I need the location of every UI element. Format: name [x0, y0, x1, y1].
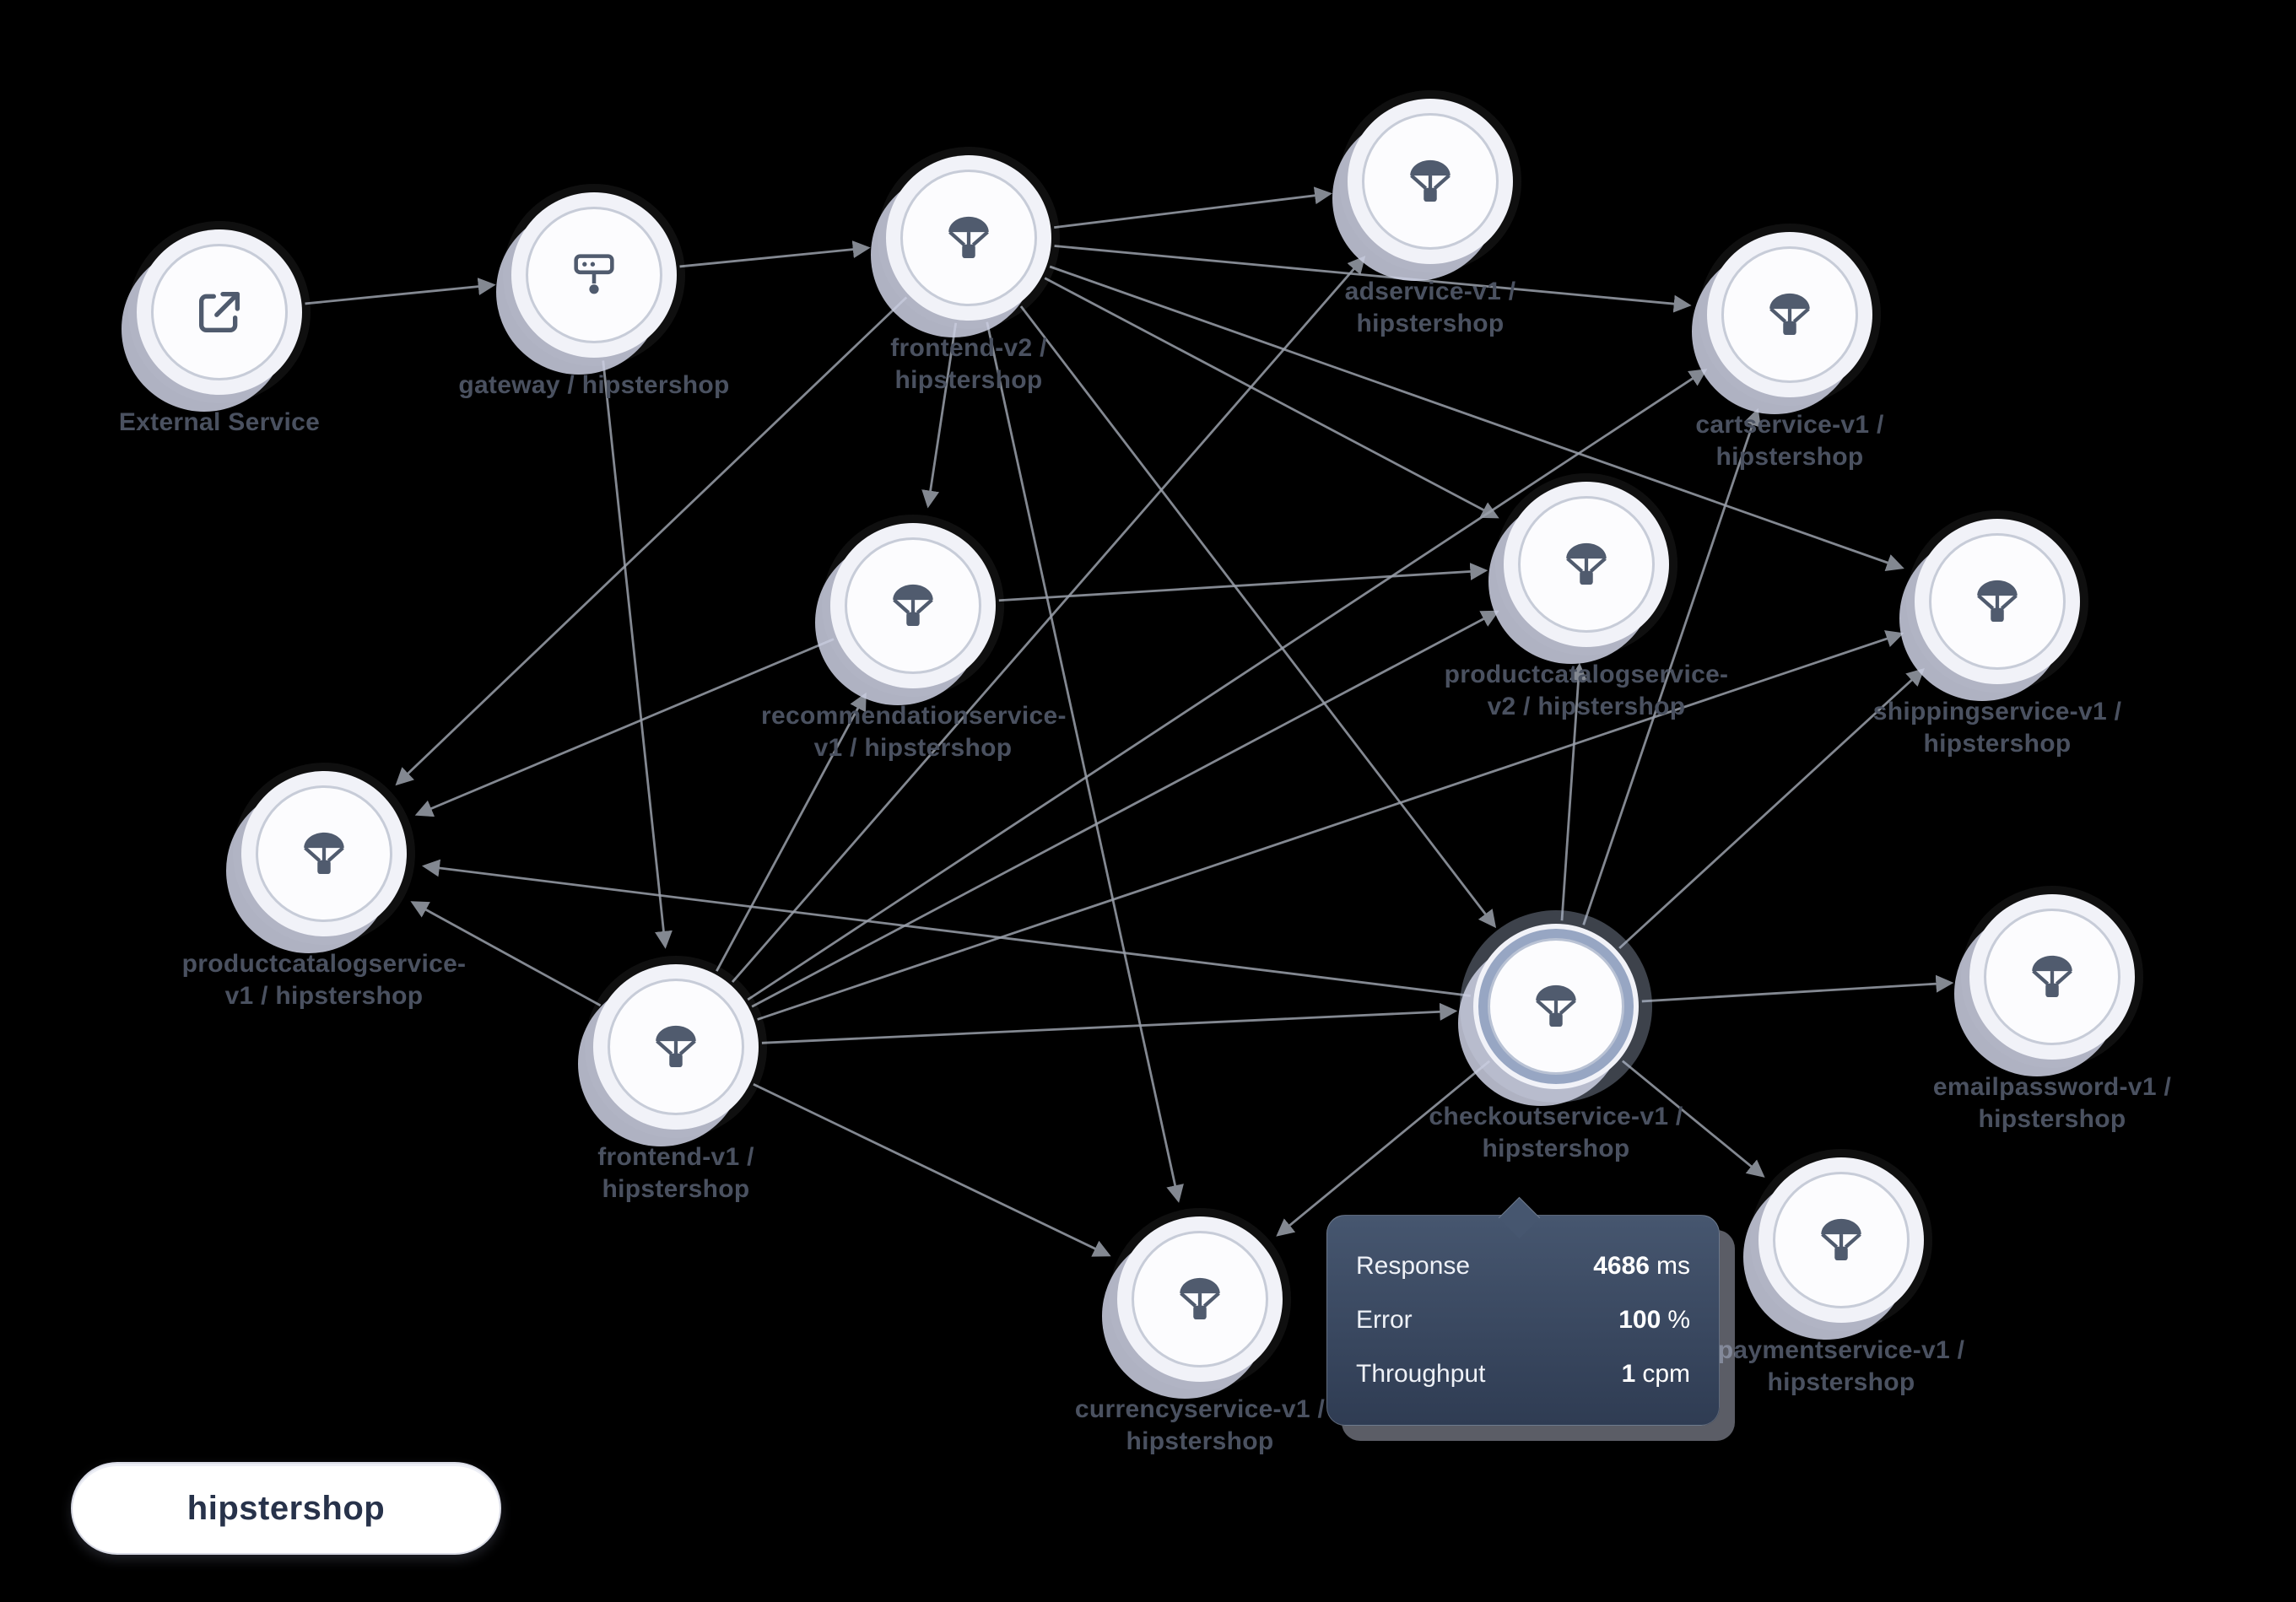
node-circle-frontend-v1	[608, 979, 744, 1115]
gateway-icon	[574, 254, 614, 294]
namespace-chip[interactable]: hipstershop	[71, 1462, 501, 1555]
node-circle-external-service	[151, 244, 288, 380]
external-link-icon	[199, 292, 240, 332]
node-circle-productcatalogservice-v1	[256, 785, 392, 922]
parachute-box-icon	[1821, 1218, 1861, 1260]
edge-recommendationservice-v1-to-productcatalogservice-v2	[998, 562, 1488, 602]
edge-frontend-v1-to-productcatalogservice-v1	[410, 901, 602, 1007]
parachute-box-icon	[1180, 1277, 1220, 1319]
parachute-box-icon	[893, 584, 933, 626]
edge-checkoutservice-v1-to-shippingservice-v1	[1618, 668, 1925, 950]
node-emailpassword-v1[interactable]	[1969, 894, 2135, 1060]
edge-frontend-v2-to-recommendationservice-v1	[921, 322, 958, 509]
node-circle-shippingservice-v1	[1929, 533, 2066, 670]
node-circle-productcatalogservice-v2	[1518, 496, 1655, 633]
edge-checkoutservice-v1-to-productcatalogservice-v2	[1560, 662, 1588, 921]
node-label-adservice-v1: adservice-v1 / hipstershop	[1344, 278, 1516, 338]
node-adservice-v1[interactable]	[1348, 99, 1513, 264]
edge-checkoutservice-v1-to-cartservice-v1	[1582, 407, 1761, 925]
edge-frontend-v1-to-adservice-v1	[731, 256, 1366, 984]
node-label-productcatalogservice-v2: productcatalogservice-v2 / hipstershop	[1444, 661, 1729, 721]
node-circle-adservice-v1	[1362, 113, 1499, 250]
node-frontend-v2[interactable]	[886, 155, 1051, 321]
parachute-box-icon	[656, 1025, 696, 1067]
node-paymentservice-v1[interactable]	[1758, 1157, 1924, 1323]
error-value: 100%	[1618, 1306, 1690, 1334]
edge-frontend-v1-to-recommendationservice-v1	[716, 692, 867, 972]
node-label-currencyservice-v1: currencyservice-v1 / hipstershop	[1074, 1395, 1326, 1456]
node-circle-recommendationservice-v1	[845, 537, 981, 674]
edge-frontend-v2-to-shippingservice-v1	[1049, 265, 1904, 571]
node-productcatalogservice-v2[interactable]	[1504, 482, 1669, 647]
error-label: Error	[1356, 1306, 1413, 1334]
node-label-external-service: External Service	[118, 408, 321, 436]
edge-frontend-v1-to-productcatalogservice-v2	[751, 610, 1499, 1008]
node-label-frontend-v2: frontend-v2 / hipstershop	[890, 334, 1047, 395]
edge-checkoutservice-v1-to-currencyservice-v1	[1276, 1060, 1491, 1237]
edge-checkoutservice-v1-to-emailpassword-v1	[1641, 974, 1954, 1003]
parachute-box-icon	[304, 832, 344, 874]
parachute-box-icon	[1769, 293, 1810, 335]
node-label-productcatalogservice-v1: productcatalogservice-v1 / hipstershop	[181, 950, 467, 1011]
node-shippingservice-v1[interactable]	[1915, 519, 2080, 684]
node-circle-emailpassword-v1	[1984, 909, 2120, 1045]
node-label-paymentservice-v1: paymentservice-v1 / hipstershop	[1717, 1336, 1965, 1397]
node-label-gateway: gateway / hipstershop	[458, 371, 730, 399]
edge-frontend-v2-to-checkoutservice-v1	[1019, 305, 1497, 929]
tooltip-row-error: Error 100%	[1356, 1293, 1690, 1347]
edge-gateway-to-frontend-v1	[602, 360, 673, 949]
node-recommendationservice-v1[interactable]	[830, 523, 996, 688]
node-label-frontend-v1: frontend-v1 / hipstershop	[597, 1143, 754, 1204]
node-productcatalogservice-v1[interactable]	[241, 771, 407, 936]
parachute-box-icon	[1566, 542, 1607, 585]
edge-frontend-v2-to-cartservice-v1	[1054, 245, 1692, 313]
edge-external-service-to-gateway	[305, 278, 496, 305]
node-label-checkoutservice-v1: checkoutservice-v1 / hipstershop	[1429, 1103, 1683, 1163]
node-frontend-v1[interactable]	[593, 964, 759, 1130]
edge-frontend-v2-to-adservice-v1	[1054, 186, 1333, 229]
node-circle-paymentservice-v1	[1773, 1172, 1910, 1308]
edge-frontend-v1-to-checkoutservice-v1	[761, 1002, 1458, 1044]
edge-recommendationservice-v1-to-productcatalogservice-v1	[414, 638, 835, 817]
edge-frontend-v1-to-currencyservice-v1	[753, 1082, 1111, 1257]
namespace-chip-label: hipstershop	[186, 1489, 386, 1527]
node-circle-cartservice-v1	[1721, 246, 1858, 383]
node-checkoutservice-v1[interactable]	[1473, 924, 1639, 1089]
parachute-box-icon	[1977, 580, 2018, 622]
node-label-shippingservice-v1: shippingservice-v1 / hipstershop	[1872, 698, 2122, 758]
node-circle-frontend-v2	[900, 170, 1037, 306]
throughput-label: Throughput	[1356, 1360, 1486, 1388]
node-external-service[interactable]	[137, 229, 302, 395]
parachute-box-icon	[948, 216, 989, 258]
node-label-emailpassword-v1: emailpassword-v1 / hipstershop	[1932, 1073, 2172, 1134]
edge-checkoutservice-v1-to-paymentservice-v1	[1622, 1060, 1765, 1178]
node-circle-currencyservice-v1	[1132, 1231, 1268, 1367]
node-currencyservice-v1[interactable]	[1117, 1216, 1283, 1382]
response-label: Response	[1356, 1252, 1471, 1280]
parachute-box-icon	[1536, 984, 1576, 1027]
node-gateway[interactable]	[511, 192, 677, 358]
edge-frontend-v1-to-shippingservice-v1	[757, 630, 1904, 1021]
edge-checkoutservice-v1-to-productcatalogservice-v1	[421, 859, 1471, 997]
node-label-recommendationservice-v1: recommendationservice-v1 / hipstershop	[761, 702, 1067, 763]
edge-gateway-to-frontend-v2	[679, 240, 871, 268]
node-cartservice-v1[interactable]	[1707, 232, 1872, 397]
edge-frontend-v2-to-currencyservice-v1	[986, 321, 1184, 1203]
edge-frontend-v1-to-cartservice-v1	[747, 369, 1708, 1001]
node-circle-gateway	[526, 207, 662, 343]
edge-frontend-v2-to-productcatalogservice-v2	[1044, 277, 1499, 519]
parachute-box-icon	[1410, 159, 1451, 202]
node-circle-checkoutservice-v1	[1488, 938, 1624, 1075]
parachute-box-icon	[2032, 955, 2072, 997]
edge-frontend-v2-to-productcatalogservice-v1	[395, 296, 908, 786]
node-label-cartservice-v1: cartservice-v1 / hipstershop	[1695, 411, 1884, 472]
